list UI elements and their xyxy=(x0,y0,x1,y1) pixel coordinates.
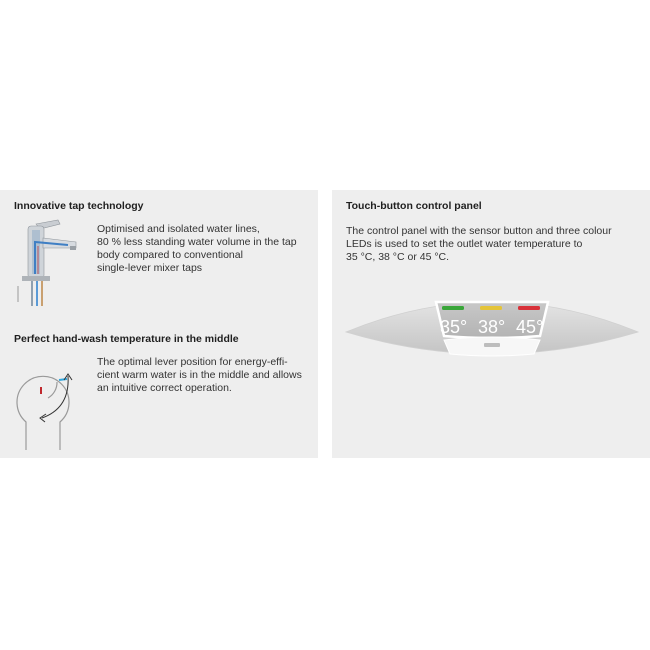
lever-diagram-icon xyxy=(16,373,73,450)
led-38 xyxy=(480,306,502,310)
faucet-icon xyxy=(17,219,77,306)
tap-technology-heading: Innovative tap technology xyxy=(14,200,144,212)
tap-text-line: Optimised and isolated water lines, xyxy=(97,223,260,235)
handwash-text: The optimal lever position for energy-ef… xyxy=(97,356,302,395)
sensor-button-mark xyxy=(484,343,500,347)
control-text-line: 35 °C, 38 °C or 45 °C. xyxy=(346,251,450,263)
tap-text-line: body compared to conventional xyxy=(97,249,243,261)
temp-label-38: 38° xyxy=(478,317,505,337)
temp-label-35: 35° xyxy=(440,317,467,337)
control-text-line: LEDs is used to set the outlet water tem… xyxy=(346,238,583,250)
led-45 xyxy=(518,306,540,310)
handwash-text-line: an intuitive correct operation. xyxy=(97,382,232,394)
control-panel-heading: Touch-button control panel xyxy=(346,200,482,212)
left-feature-panel: Innovative tap technology Optimised and … xyxy=(0,190,318,458)
tap-text-line: 80 % less standing water volume in the t… xyxy=(97,236,297,248)
control-panel-text: The control panel with the sensor button… xyxy=(346,225,612,264)
control-text-line: The control panel with the sensor button… xyxy=(346,225,612,237)
tap-text-line: single-lever mixer taps xyxy=(97,262,203,274)
handwash-heading: Perfect hand-wash temperature in the mid… xyxy=(14,333,239,345)
handwash-text-line: cient warm water is in the middle and al… xyxy=(97,369,302,381)
handwash-text-line: The optimal lever position for energy-ef… xyxy=(97,356,288,368)
led-35 xyxy=(442,306,464,310)
control-panel-icon: 35° 38° 45° xyxy=(344,300,640,357)
right-feature-panel: Touch-button control panel The control p… xyxy=(332,190,650,458)
temp-label-45: 45° xyxy=(516,317,543,337)
tap-technology-text: Optimised and isolated water lines, 80 %… xyxy=(97,223,297,275)
